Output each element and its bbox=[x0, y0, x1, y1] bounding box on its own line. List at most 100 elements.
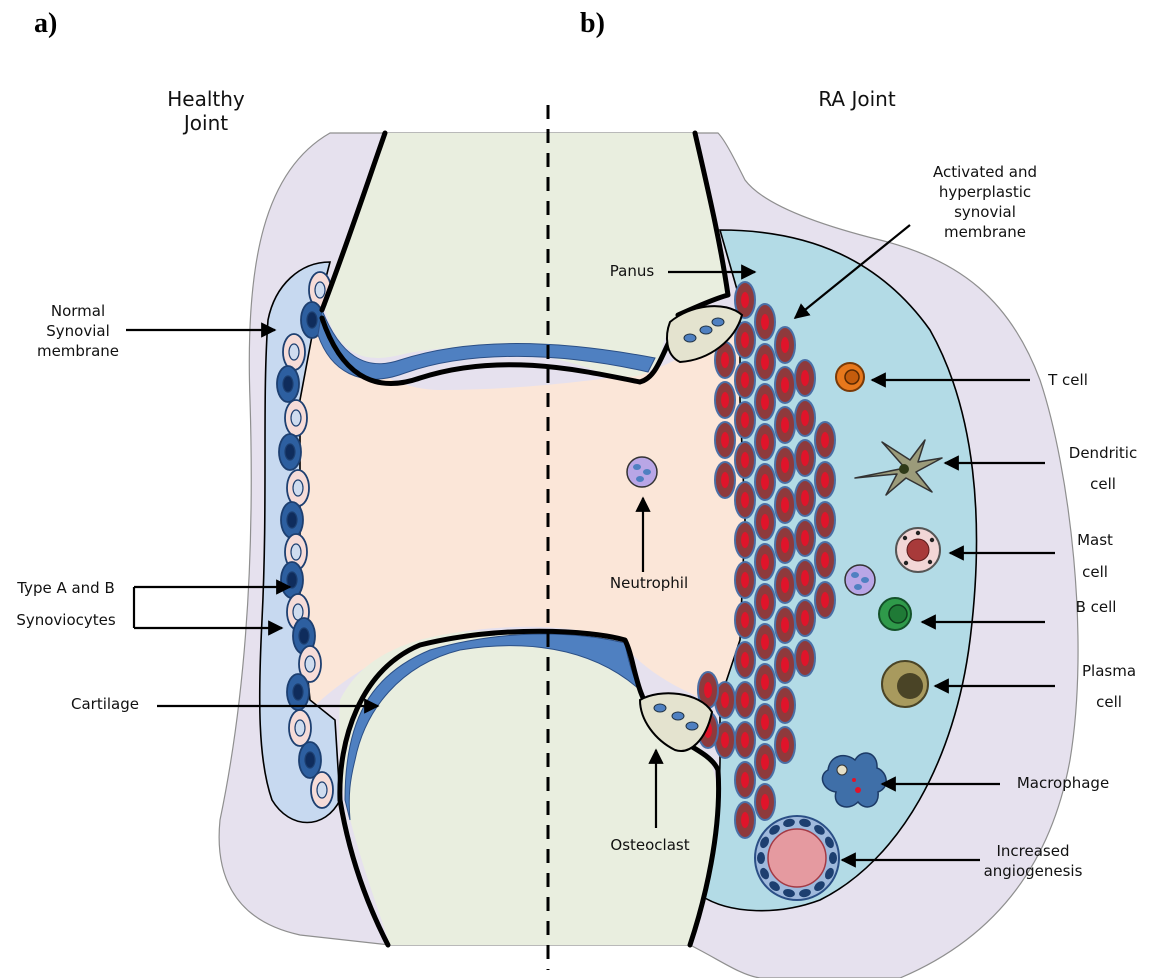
title-healthy-line1: Healthy bbox=[167, 87, 245, 111]
plasma-cell bbox=[882, 661, 928, 707]
panel-label-b: b) bbox=[580, 8, 605, 39]
inflammatory-cell bbox=[735, 762, 755, 798]
inflammatory-cell bbox=[735, 682, 755, 718]
inflammatory-cell bbox=[735, 562, 755, 598]
endothelial-cell bbox=[757, 852, 765, 864]
synoviocyte-cell bbox=[283, 334, 305, 370]
label-b-cell: B cell bbox=[1076, 598, 1117, 616]
inflammatory-cell bbox=[795, 640, 815, 676]
inflammatory-cell bbox=[755, 464, 775, 500]
label-mast-1: Mast bbox=[1077, 531, 1113, 549]
inflammatory-cell bbox=[715, 382, 735, 418]
inflammatory-cell bbox=[775, 407, 795, 443]
inflammatory-cell bbox=[795, 400, 815, 436]
inflammatory-cell bbox=[735, 442, 755, 478]
synoviocyte-cell bbox=[285, 400, 307, 436]
blood-vessel-angiogenesis bbox=[755, 816, 839, 900]
inflammatory-cell bbox=[755, 344, 775, 380]
inflammatory-cell bbox=[795, 520, 815, 556]
label-angiogenesis-2: angiogenesis bbox=[984, 862, 1083, 880]
inflammatory-cell bbox=[815, 582, 835, 618]
inflammatory-cell bbox=[815, 462, 835, 498]
inflammatory-cell bbox=[755, 504, 775, 540]
inflammatory-cell bbox=[775, 687, 795, 723]
inflammatory-cell bbox=[775, 447, 795, 483]
inflammatory-cell bbox=[735, 402, 755, 438]
label-dendritic-1: Dendritic bbox=[1069, 444, 1137, 462]
label-normal-synovial-3: membrane bbox=[37, 342, 119, 360]
inflammatory-cell bbox=[815, 542, 835, 578]
inflammatory-cell bbox=[735, 522, 755, 558]
label-normal-synovial-2: Synovial bbox=[46, 322, 110, 340]
inflammatory-cell bbox=[795, 560, 815, 596]
inflammatory-cell bbox=[755, 304, 775, 340]
inflammatory-cell bbox=[775, 527, 795, 563]
inflammatory-cell bbox=[815, 422, 835, 458]
inflammatory-cell bbox=[775, 607, 795, 643]
inflammatory-cell bbox=[775, 727, 795, 763]
label-plasma-2: cell bbox=[1096, 693, 1122, 711]
label-activated-2: hyperplastic bbox=[939, 183, 1031, 201]
label-activated-3: synovial bbox=[954, 203, 1016, 221]
synoviocyte-cell bbox=[281, 502, 303, 538]
inflammatory-cell bbox=[755, 624, 775, 660]
inflammatory-cell bbox=[755, 584, 775, 620]
inflammatory-cell bbox=[735, 602, 755, 638]
inflammatory-cell bbox=[795, 440, 815, 476]
neutrophil-cell bbox=[627, 457, 657, 487]
synoviocyte-cell bbox=[289, 710, 311, 746]
t-cell bbox=[836, 363, 864, 391]
label-synoviocytes-1: Type A and B bbox=[16, 579, 115, 597]
title-ra-joint: RA Joint bbox=[818, 87, 895, 111]
inflammatory-cell bbox=[775, 487, 795, 523]
inflammatory-cell bbox=[735, 482, 755, 518]
inflammatory-cell bbox=[795, 360, 815, 396]
label-panus: Panus bbox=[610, 262, 655, 280]
inflammatory-cell bbox=[755, 704, 775, 740]
synoviocyte-cell bbox=[287, 674, 309, 710]
label-plasma-1: Plasma bbox=[1082, 662, 1136, 680]
label-osteoclast: Osteoclast bbox=[610, 836, 689, 854]
synoviocyte-cell bbox=[281, 562, 303, 598]
label-activated-4: membrane bbox=[944, 223, 1026, 241]
label-dendritic-2: cell bbox=[1090, 475, 1116, 493]
inflammatory-cell bbox=[735, 802, 755, 838]
inflammatory-cell bbox=[755, 664, 775, 700]
inflammatory-cell bbox=[735, 362, 755, 398]
label-angiogenesis-1: Increased bbox=[996, 842, 1069, 860]
synoviocyte-cell bbox=[287, 470, 309, 506]
inflammatory-cell bbox=[795, 600, 815, 636]
panel-label-a: a) bbox=[34, 8, 57, 39]
label-synoviocytes-2: Synoviocytes bbox=[16, 611, 116, 629]
label-cartilage: Cartilage bbox=[71, 695, 139, 713]
inflammatory-cell bbox=[735, 642, 755, 678]
inflammatory-cell bbox=[775, 647, 795, 683]
inflammatory-cell bbox=[775, 327, 795, 363]
label-mast-2: cell bbox=[1082, 563, 1108, 581]
neutrophil-cell-synovium bbox=[845, 565, 875, 595]
synoviocyte-cell bbox=[277, 366, 299, 402]
b-cell bbox=[879, 598, 911, 630]
inflammatory-cell bbox=[755, 384, 775, 420]
label-activated-1: Activated and bbox=[933, 163, 1037, 181]
endothelial-cell bbox=[829, 852, 837, 864]
inflammatory-cell bbox=[815, 502, 835, 538]
inflammatory-cell bbox=[775, 367, 795, 403]
mast-cell bbox=[896, 528, 940, 572]
label-macrophage: Macrophage bbox=[1017, 774, 1109, 792]
synoviocyte-cell bbox=[279, 434, 301, 470]
inflammatory-cell bbox=[775, 567, 795, 603]
label-normal-synovial-1: Normal bbox=[51, 302, 105, 320]
label-t-cell: T cell bbox=[1047, 371, 1088, 389]
label-neutrophil: Neutrophil bbox=[610, 574, 688, 592]
title-healthy-line2: Joint bbox=[182, 111, 228, 135]
inflammatory-cell bbox=[715, 462, 735, 498]
inflammatory-cell bbox=[795, 480, 815, 516]
synoviocyte-cell bbox=[311, 772, 333, 808]
inflammatory-cell bbox=[755, 784, 775, 820]
inflammatory-cell bbox=[715, 422, 735, 458]
inflammatory-cell bbox=[735, 722, 755, 758]
inflammatory-cell bbox=[755, 544, 775, 580]
inflammatory-cell bbox=[755, 744, 775, 780]
